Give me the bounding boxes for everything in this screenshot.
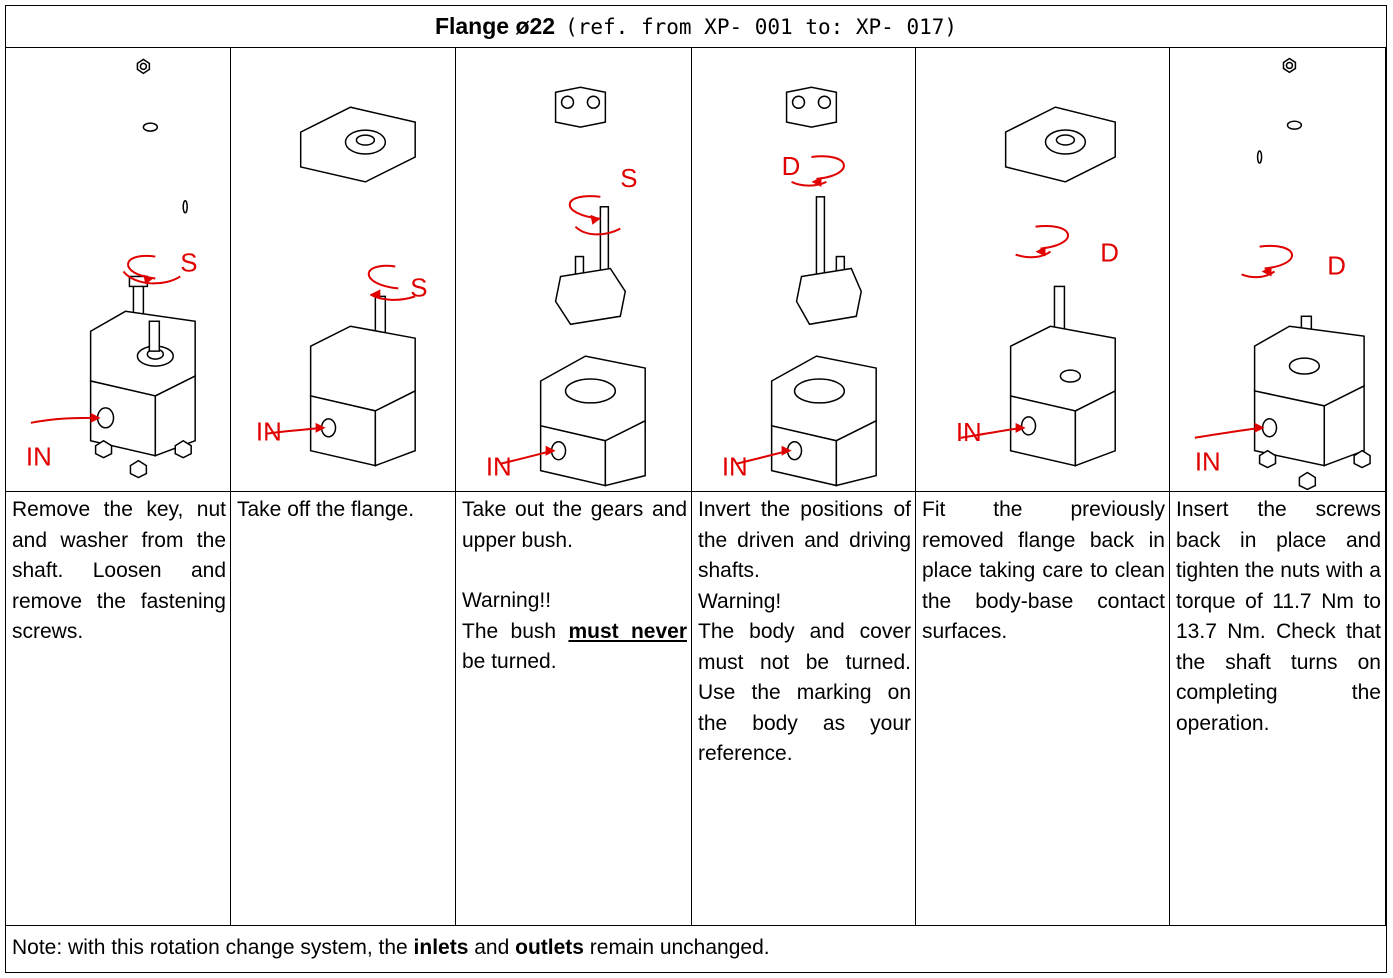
pump-disassembly-illustration: S IN — [26, 58, 197, 479]
inlet-label: IN — [1195, 449, 1221, 477]
rotation-label: S — [620, 165, 637, 193]
rotation-label: D — [1327, 252, 1346, 280]
step-4: D IN Invert the positions of the driven … — [692, 47, 916, 925]
rotation-label: S — [180, 249, 197, 277]
inlet-label: IN — [722, 454, 748, 482]
inlet-label: IN — [256, 419, 282, 447]
inlet-label: IN — [486, 454, 512, 482]
step-1-illustration: S IN — [6, 47, 230, 492]
step-1-text: Remove the key, nut and washer from the … — [12, 498, 226, 643]
inlet-label: IN — [956, 419, 982, 447]
step-3-text: Take out the gears and upper bush. Warni… — [462, 498, 687, 673]
pump-disassembly-illustration: D IN — [956, 106, 1119, 467]
inlet-label: IN — [26, 444, 52, 472]
step-3-illustration: S IN — [456, 47, 691, 492]
pump-disassembly-illustration: S IN — [256, 106, 427, 467]
title-main: Flange ø22 — [434, 13, 556, 39]
table-title: Flange ø22 (ref. from XP- 001 to: XP- 01… — [6, 6, 1386, 48]
step-1: S IN Remove the key, nut and washer from… — [6, 47, 231, 925]
pump-disassembly-illustration: D IN — [722, 86, 877, 487]
procedure-table: Flange ø22 (ref. from XP- 001 to: XP- 01… — [5, 5, 1387, 973]
pump-disassembly-illustration: D IN — [1194, 57, 1371, 491]
step-4-text: Invert the positions of the driven and d… — [698, 498, 911, 765]
rotation-label: S — [410, 274, 427, 302]
pump-disassembly-illustration: S IN — [486, 86, 646, 487]
step-6-illustration: D IN — [1170, 47, 1385, 492]
step-2: S IN Take off the flange. — [231, 47, 456, 925]
rotation-label: D — [1100, 240, 1119, 268]
step-6: D IN Insert the screws back in place and… — [1170, 47, 1386, 925]
step-2-text: Take off the flange. — [237, 498, 415, 521]
rotation-label: D — [782, 153, 801, 181]
step-2-illustration: S IN — [231, 47, 455, 492]
note: Note: with this rotation change system, … — [6, 925, 1386, 973]
step-5: D IN Fit the previously removed flange b… — [916, 47, 1170, 925]
step-5-text: Fit the previously removed flange back i… — [922, 498, 1165, 643]
step-5-illustration: D IN — [916, 47, 1169, 492]
title-sub: (ref. from XP- 001 to: XP- 017) — [565, 14, 958, 39]
step-6-text: Insert the screws back in place and tigh… — [1176, 498, 1381, 735]
step-3: S IN Take out the gears and upper bush. … — [456, 47, 692, 925]
step-4-illustration: D IN — [692, 47, 915, 492]
